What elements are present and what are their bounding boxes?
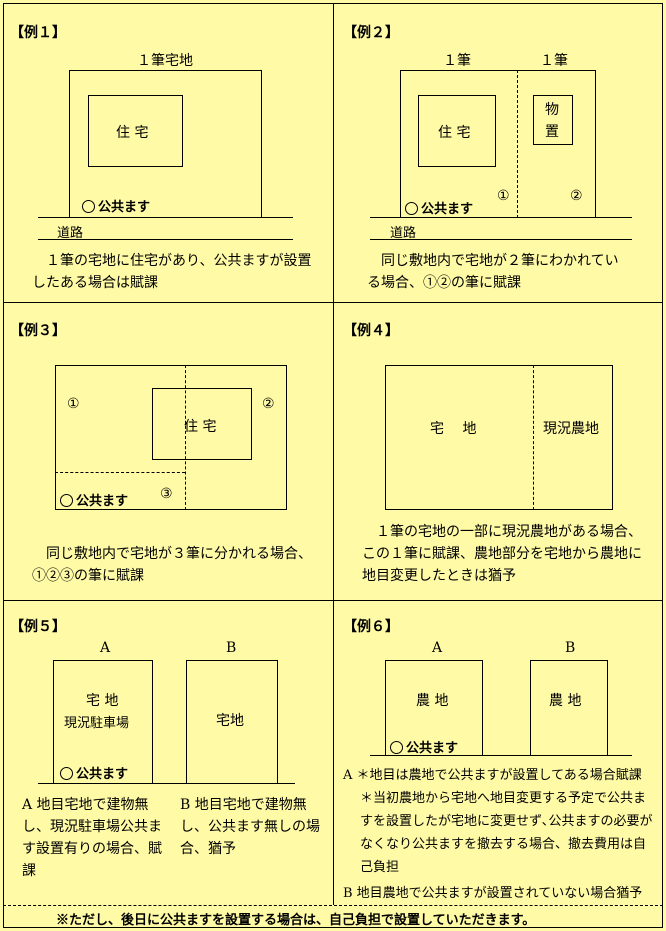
ex6-a-main: 農 地 xyxy=(416,693,449,709)
center-divider xyxy=(333,3,334,905)
masu-icon xyxy=(390,741,403,754)
ex5-parcel-a xyxy=(53,660,153,784)
row-divider-2 xyxy=(3,600,663,601)
ex1-title: 【例１】 xyxy=(10,25,66,41)
ex1-road-line-bottom xyxy=(38,239,293,240)
ex1-house xyxy=(88,95,183,167)
ex6-note-1: A ＊地目は農地で公共ますが設置してある場合賦課 xyxy=(343,768,642,783)
ex2-parcel2: １筆 xyxy=(540,53,568,69)
footer-note: ※ただし、後日に公共ますを設置する場合は、自己負担で設置していただきます。 xyxy=(56,913,536,928)
ex6-parcel-b xyxy=(530,660,608,755)
ex5-caption-a: A 地目宅地で建物無し、現況駐車場公共ます設置有りの場合、賦課 xyxy=(22,797,162,879)
ex4-caption: １筆の宅地の一部に現況農地がある場合、この１筆に賦課、農地部分を宅地から農地に地… xyxy=(362,524,642,584)
ex1-road-line-top xyxy=(38,217,293,218)
ex1-masu-label: 公共ます xyxy=(98,200,151,215)
ex4-title: 【例４】 xyxy=(343,323,399,339)
ex2-parcel-divider xyxy=(517,70,518,218)
ex5-label-b: B xyxy=(226,640,237,656)
ex3-masu: 公共ます xyxy=(60,490,128,509)
ex6-label-b: B xyxy=(565,640,576,656)
ex2-masu-label: 公共ます xyxy=(421,202,474,217)
ex6-note-2: ＊当初農地から宅地へ地目変更する予定で公共ますを設置したが宅地に変更せず､公共ま… xyxy=(360,791,653,875)
ex5-label-a: A xyxy=(100,640,111,656)
ex2-marker-1: ① xyxy=(497,188,510,204)
ex4-divider xyxy=(533,365,534,510)
ex4-parcel xyxy=(385,365,613,510)
ex3-parcel xyxy=(55,365,287,510)
ex5-masu-label: 公共ます xyxy=(76,767,129,782)
ex1-masu: 公共ます xyxy=(82,196,150,215)
ex3-marker-3: ③ xyxy=(160,486,173,502)
ex1-parcel xyxy=(69,70,262,218)
ex1-road-label: 道路 xyxy=(57,226,84,241)
ex6-parcel-a xyxy=(385,660,483,755)
ex3-house xyxy=(152,388,252,460)
row-divider-1 xyxy=(3,302,663,303)
ex2-house-label: 住 宅 xyxy=(438,125,471,141)
ex2-parcel xyxy=(400,70,596,218)
ex1-parcel-label: １筆宅地 xyxy=(137,53,193,69)
ex3-divider-horizontal xyxy=(55,472,185,473)
ex2-shed-label-1: 物 xyxy=(545,102,559,118)
ex3-divider-vertical xyxy=(185,365,186,510)
ex3-caption: 同じ敷地内で宅地が３筆に分かれる場合、①②③の筆に賦課 xyxy=(32,546,312,584)
ex3-title: 【例３】 xyxy=(10,323,66,339)
footer-divider xyxy=(3,905,663,906)
ex2-road-label: 道路 xyxy=(390,226,417,241)
ex5-parcel-b xyxy=(186,660,278,784)
ex1-caption: １筆の宅地に住宅があり、公共ますが設置したある場合は賦課 xyxy=(32,253,312,291)
ex6-title: 【例６】 xyxy=(343,619,399,635)
ex3-house-label: 住 宅 xyxy=(184,419,217,435)
ex5-masu: 公共ます xyxy=(60,763,128,782)
ex2-house xyxy=(418,95,496,167)
ex6-baseline xyxy=(370,755,632,756)
ex2-caption: 同じ敷地内で宅地が２筆にわかれている場合、①②の筆に賦課 xyxy=(367,253,619,291)
ex3-marker-1: ① xyxy=(67,396,80,412)
ex3-masu-label: 公共ます xyxy=(76,494,129,509)
ex6-label-a: A xyxy=(432,640,443,656)
ex2-parcel1: １筆 xyxy=(443,53,471,69)
ex1-house-label: 住 宅 xyxy=(116,125,149,141)
ex5-baseline xyxy=(38,783,295,784)
ex2-marker-2: ② xyxy=(570,188,583,204)
ex2-masu: 公共ます xyxy=(405,198,473,217)
ex6-masu-label: 公共ます xyxy=(406,741,459,756)
ex2-road-line-bottom xyxy=(370,239,632,240)
ex2-road-line-top xyxy=(370,217,632,218)
masu-icon xyxy=(405,202,418,215)
ex5-b-main: 宅地 xyxy=(216,713,244,729)
ex6-masu: 公共ます xyxy=(390,737,458,756)
ex2-shed xyxy=(533,95,573,145)
ex4-left-label: 宅 地 xyxy=(430,421,477,437)
ex5-caption-b: B 地目宅地で建物無し、公共ます無しの場合、猶予 xyxy=(180,797,320,857)
ex6-note-3: B 地目農地で公共ますが設置されていない場合猶予 xyxy=(343,886,643,901)
ex5-title: 【例５】 xyxy=(10,619,66,635)
masu-icon xyxy=(60,767,73,780)
ex5-a-sub: 現況駐車場 xyxy=(64,716,130,731)
ex2-title: 【例２】 xyxy=(343,25,399,41)
masu-icon xyxy=(82,200,95,213)
ex5-a-main: 宅 地 xyxy=(86,693,119,709)
ex2-shed-label-2: 置 xyxy=(545,124,559,140)
ex4-right-label: 現況農地 xyxy=(543,421,599,437)
masu-icon xyxy=(60,494,73,507)
ex3-marker-2: ② xyxy=(262,396,275,412)
ex6-b-main: 農 地 xyxy=(549,693,582,709)
